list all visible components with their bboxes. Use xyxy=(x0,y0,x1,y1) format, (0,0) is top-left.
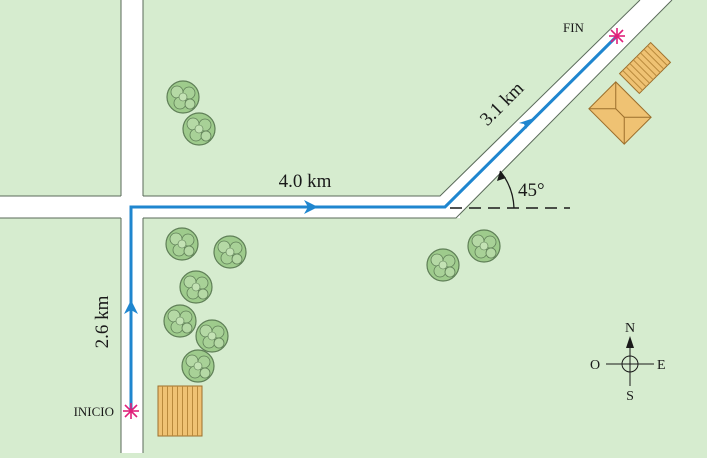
compass-east: E xyxy=(657,358,666,373)
compass-north-arrow xyxy=(626,336,634,348)
building-icon xyxy=(618,41,672,95)
angle-arrowhead xyxy=(497,171,506,181)
compass-south: S xyxy=(626,389,634,404)
compass-north: N xyxy=(625,321,635,336)
roads xyxy=(0,0,673,453)
compass-rose-icon: N S E O xyxy=(590,321,666,404)
building-icon xyxy=(588,81,652,145)
tree-icon xyxy=(163,304,197,338)
start-label: INICIO xyxy=(74,404,114,419)
tree-icon xyxy=(166,80,200,114)
buildings xyxy=(157,41,672,437)
leg2-label: 4.0 km xyxy=(279,171,332,192)
tree-icon xyxy=(213,235,247,269)
tree-icon xyxy=(179,270,213,304)
end-marker xyxy=(609,28,625,44)
tree-icon xyxy=(165,227,199,261)
tree-icon xyxy=(467,229,501,263)
route-path xyxy=(124,34,619,411)
route-arrowhead-northeast xyxy=(519,118,534,129)
route-arrowhead-north xyxy=(124,300,138,314)
tree-icon xyxy=(195,319,229,353)
tree-icon xyxy=(426,248,460,282)
tree-icon xyxy=(181,349,215,383)
route-arrowhead-east xyxy=(304,200,318,214)
start-marker xyxy=(123,403,139,419)
angle-label: 45° xyxy=(518,180,545,201)
tree-icon xyxy=(182,112,216,146)
road-diagonal xyxy=(440,0,672,218)
compass-west: O xyxy=(590,358,600,373)
leg1-label: 2.6 km xyxy=(92,295,113,348)
end-label: FIN xyxy=(563,20,585,35)
